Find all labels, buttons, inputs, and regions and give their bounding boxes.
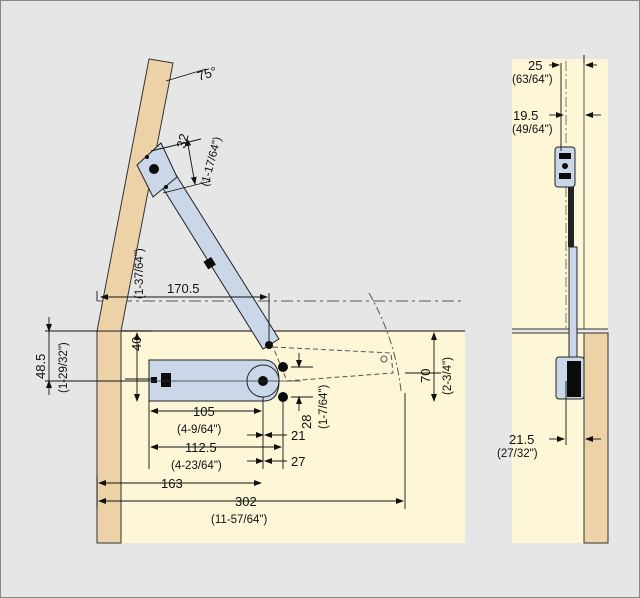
dim-70-inch: (2-3/4") — [442, 357, 454, 395]
cabinet-side-panel — [96, 330, 122, 544]
dim-19-5-inch: (49/64") — [512, 124, 553, 136]
side-view: 75° 32 (1-17/64") (1-37/64") 170.5 40 48… — [33, 58, 465, 544]
dim-302-inch: (11-57/64") — [211, 514, 267, 526]
dim-302-mm: 302 — [235, 494, 257, 509]
dim-70-mm: 70 — [418, 369, 433, 383]
dim-48-5-inch: (1-29/32") — [58, 342, 70, 393]
dim-105-inch: (4-9/64") — [177, 424, 222, 436]
mounting-screw-left — [161, 373, 171, 387]
folded-stay-pivot — [380, 355, 388, 363]
screw-hole-bottom — [278, 392, 288, 402]
dim-21-5-inch: (27/32") — [497, 448, 538, 460]
angle-label: 75° — [195, 64, 218, 84]
mounting-screw-slot — [151, 377, 157, 383]
dim-32-mm: 32 — [173, 132, 191, 150]
dim-21: 21 — [291, 428, 305, 443]
dim-112-5-mm: 112.5 — [185, 440, 217, 455]
bracket-screw-1 — [145, 155, 149, 159]
front-view: 25 (63/64") 19.5 (49/64") 21.5 (27/32") — [497, 55, 609, 544]
dim-40: 40 — [129, 337, 144, 351]
dim-163: 163 — [161, 476, 183, 491]
dim-1-37-64-inch: (1-37/64") — [134, 248, 146, 299]
bracket-screw-2 — [164, 185, 168, 189]
dim-21-5-mm: 21.5 — [509, 432, 534, 447]
front-base-hub — [567, 361, 581, 397]
front-bracket-screw-2 — [559, 173, 571, 179]
lid-travel-arc — [368, 292, 402, 392]
arm-slot — [203, 256, 216, 270]
front-arm — [568, 187, 574, 247]
front-lid-area — [512, 59, 608, 329]
dim-28-mm: 28 — [299, 415, 314, 429]
dim-27: 27 — [291, 454, 305, 469]
dim-32-inch: (1-17/64") — [199, 135, 224, 187]
front-side-panel — [583, 332, 609, 544]
dim-105-mm: 105 — [193, 404, 215, 419]
front-bracket-pivot — [562, 163, 568, 169]
open-lid-panel — [96, 58, 174, 332]
dim-25-mm: 25 — [528, 58, 542, 73]
screw-hole-top — [278, 362, 288, 372]
front-bracket-screw-1 — [559, 153, 571, 159]
dim-112-5-inch: (4-23/64") — [171, 460, 222, 472]
dim-19-5-mm: 19.5 — [513, 108, 538, 123]
dim-48-5-mm: 48.5 — [33, 354, 48, 379]
lid-bracket-pivot — [149, 164, 159, 174]
front-arm-lower — [568, 246, 578, 358]
dim-170-5: 170.5 — [167, 281, 200, 296]
dim-25-inch: (63/64") — [512, 74, 553, 86]
dim-28-inch: (1-7/64") — [318, 384, 330, 429]
